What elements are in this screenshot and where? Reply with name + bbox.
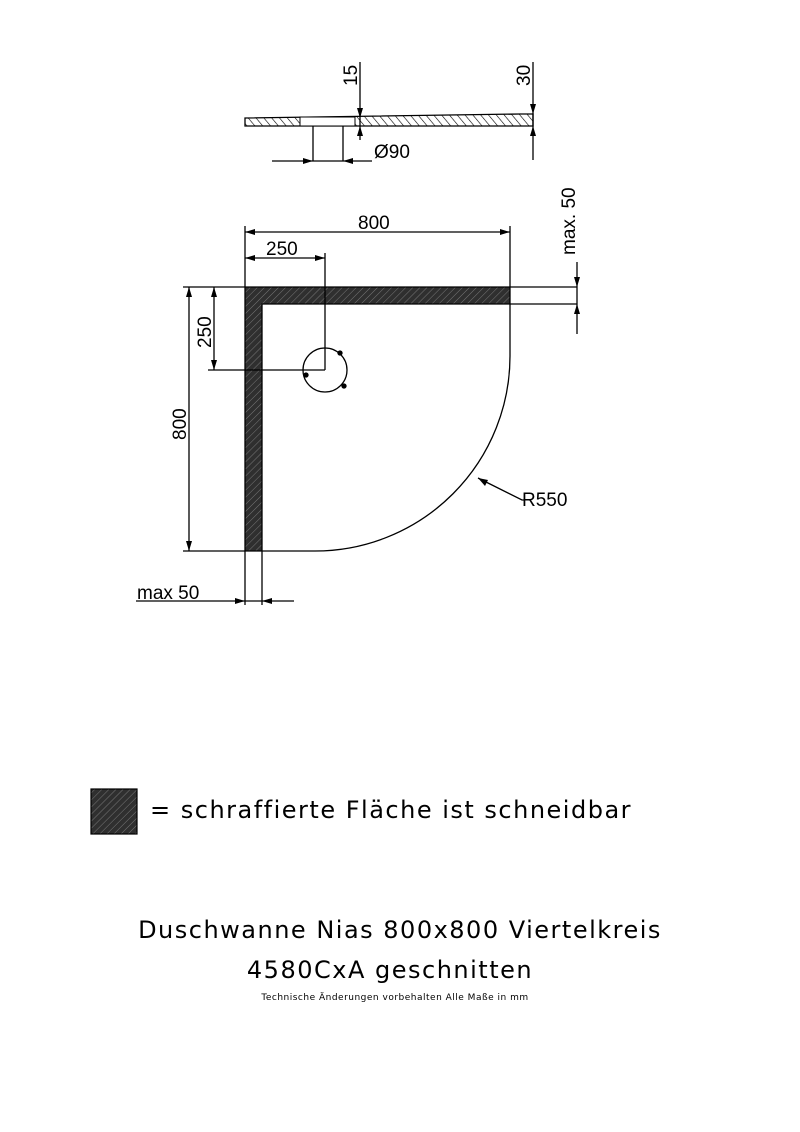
dim-drain-label: Ø90 [374,142,410,163]
radius-leader [477,477,525,501]
tray-section [244,113,534,127]
dim-15-label: 15 [341,65,362,86]
drawing-title: Duschwanne Nias 800x800 Viertelkreis [138,916,662,944]
dim-30-label: 30 [514,65,535,86]
drain-recess [299,116,356,127]
hatched-area-icon [90,788,138,835]
product-code: 4580CxA geschnitten [246,956,534,984]
dim-height-label: 800 [170,408,191,440]
dim-drain-y-label: 250 [195,316,216,348]
hatched-cut-zone [244,286,511,552]
tray-arc [262,304,511,552]
dim-width-label: 800 [358,213,390,234]
disclaimer-note: Technische Änderungen vorbehalten Alle M… [261,993,529,1003]
dim-max-top-label: max. 50 [559,187,580,255]
dim-max-left-label: max 50 [137,583,199,604]
plan-view [136,226,580,605]
section-view [244,62,536,164]
legend-text: = schraffierte Fläche ist schneidbar [150,796,633,824]
dim-drain-x-label: 250 [266,239,298,260]
radius-label: R550 [522,490,567,511]
